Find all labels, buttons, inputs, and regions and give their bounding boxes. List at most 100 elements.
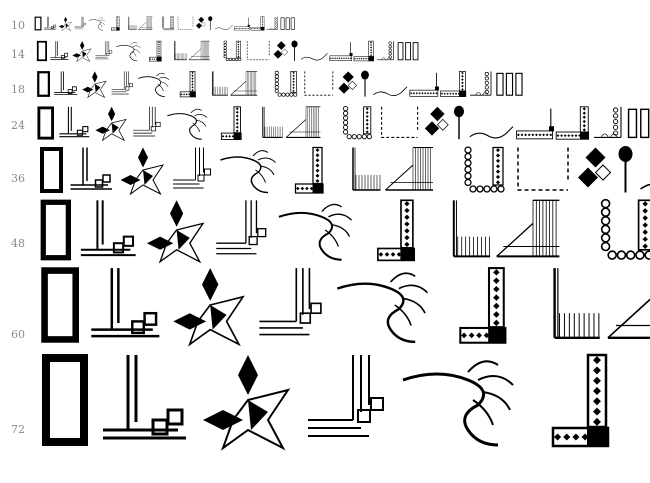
vine-border-icon — [553, 268, 600, 340]
scroll-border-icon — [161, 16, 174, 31]
wave-line-icon — [373, 86, 408, 96]
frame-icon — [41, 267, 79, 343]
pinwheel-icon — [173, 268, 245, 347]
glyph-row-18-svg — [37, 70, 523, 99]
scroll-border-icon — [464, 146, 505, 193]
corner-bracket-icon — [74, 16, 86, 30]
lattice-corner-icon — [440, 71, 467, 97]
scroll-border-icon — [600, 198, 650, 260]
lattice-border-icon — [329, 42, 353, 61]
ribbon-corner-icon — [377, 199, 416, 262]
missing-glyph-icon — [405, 42, 411, 61]
glyph-row-60-svg — [41, 267, 650, 347]
dashed-corner-icon — [381, 106, 419, 138]
diamond-chain-icon — [578, 147, 612, 188]
vine-border-icon — [262, 106, 283, 138]
lattice-border-icon — [234, 17, 250, 31]
frame-icon — [37, 71, 51, 97]
corner-bracket-icon — [308, 355, 384, 437]
size-label-60: 60 — [11, 328, 25, 341]
bevel-corner-icon — [496, 199, 560, 258]
missing-glyph-icon — [412, 42, 419, 61]
missing-glyph-icon — [515, 72, 523, 96]
corner-knot-icon — [43, 16, 57, 30]
diamond-chain-icon — [424, 106, 449, 136]
pinwheel-icon — [120, 147, 165, 196]
ribbon-corner-icon — [294, 146, 324, 194]
frame-icon — [40, 147, 63, 193]
size-label-24: 24 — [11, 119, 25, 132]
missing-glyph-icon — [290, 17, 295, 30]
lattice-corner-icon — [250, 16, 265, 31]
vine-border-icon — [352, 147, 381, 191]
missing-glyph-icon — [397, 42, 404, 61]
ribbon-corner-icon — [149, 40, 162, 62]
pinwheel-icon — [95, 106, 127, 142]
ribbon-corner-icon — [551, 353, 610, 448]
flourish-icon — [278, 203, 352, 261]
vine-bud-icon — [266, 16, 278, 30]
glyph-row-10 — [0, 14, 650, 34]
vine-border-icon — [211, 71, 228, 96]
glyph-row-48-svg — [40, 198, 650, 264]
flourish-icon — [116, 42, 141, 62]
spoon-icon — [361, 70, 369, 97]
corner-bracket-icon — [216, 200, 267, 255]
bevel-corner-icon — [188, 40, 210, 61]
vine-bud-icon — [594, 106, 622, 138]
dashed-corner-icon — [517, 147, 569, 191]
flourish-icon — [402, 360, 514, 447]
corner-knot-icon — [103, 355, 186, 440]
wave-line-icon — [469, 126, 514, 139]
flourish-icon — [220, 150, 276, 194]
corner-knot-icon — [54, 71, 78, 96]
glyph-row-48 — [0, 195, 650, 267]
size-label-14: 14 — [11, 48, 25, 61]
glyph-row-18 — [0, 68, 650, 102]
spoon-icon — [291, 40, 298, 61]
missing-glyph-icon — [496, 72, 504, 96]
dashed-corner-icon — [304, 71, 334, 96]
vine-bud-icon — [470, 71, 492, 96]
flourish-icon — [336, 272, 429, 344]
frame-icon — [36, 40, 47, 62]
diamond-chain-icon — [196, 16, 206, 29]
bevel-corner-icon — [607, 298, 650, 340]
missing-glyph-icon — [285, 17, 290, 30]
glyph-row-10-svg — [34, 16, 295, 32]
corner-bracket-icon — [111, 71, 133, 95]
scroll-border-icon — [342, 105, 372, 140]
spoon-icon — [618, 146, 633, 193]
bevel-corner-icon — [138, 16, 153, 30]
ribbon-corner-icon — [220, 106, 242, 141]
size-label-10: 10 — [11, 19, 25, 32]
glyph-row-36-svg — [40, 146, 650, 196]
glyph-row-14 — [0, 38, 650, 66]
spoon-icon — [208, 16, 213, 31]
wave-line-icon — [640, 183, 650, 190]
diamond-chain-icon — [273, 41, 289, 59]
bevel-corner-icon — [385, 147, 433, 191]
glyph-row-36 — [0, 143, 650, 197]
missing-glyph-icon — [505, 72, 514, 96]
lattice-border-icon — [516, 108, 555, 140]
size-label-36: 36 — [11, 172, 25, 185]
spoon-icon — [453, 105, 465, 140]
corner-knot-icon — [80, 200, 136, 257]
frame-icon — [34, 16, 42, 31]
size-label-48: 48 — [11, 237, 25, 250]
missing-glyph-icon — [640, 108, 650, 139]
ribbon-corner-icon — [111, 16, 120, 31]
glyph-row-24 — [0, 103, 650, 143]
scroll-border-icon — [274, 70, 298, 97]
pinwheel-icon — [82, 71, 107, 99]
wave-line-icon — [214, 24, 233, 30]
corner-bracket-icon — [95, 41, 113, 60]
pinwheel-icon — [58, 16, 72, 32]
frame-icon — [37, 106, 55, 140]
missing-glyph-icon — [627, 108, 638, 139]
corner-bracket-icon — [173, 147, 211, 189]
lattice-corner-icon — [555, 106, 590, 140]
scroll-border-icon — [223, 40, 242, 61]
